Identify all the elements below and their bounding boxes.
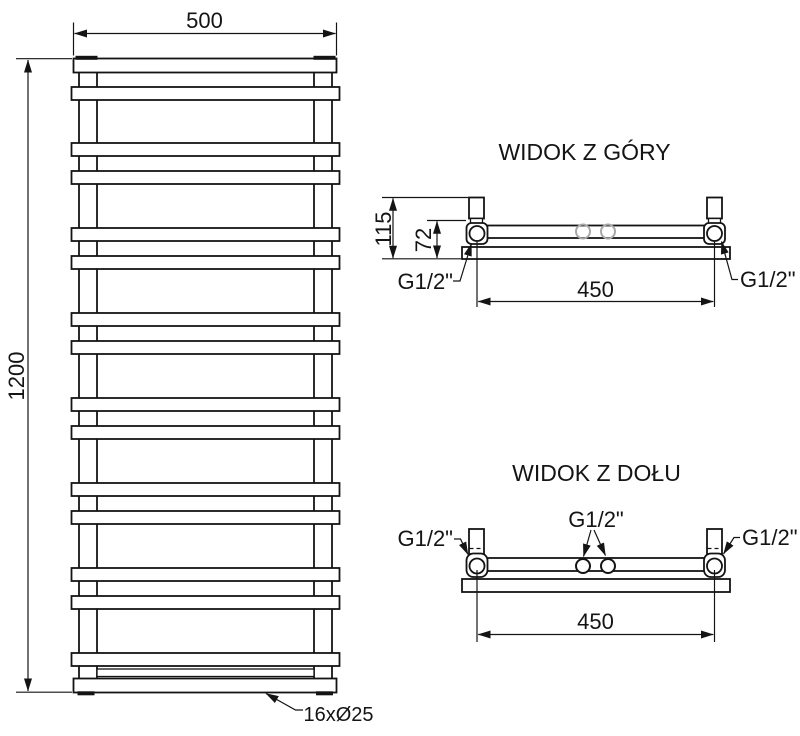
top-conn-left: G1/2": [397, 243, 473, 294]
top-hidden-port: [575, 223, 591, 240]
top-conn-right-label: G1/2": [740, 267, 796, 292]
top-back-plate: [461, 246, 731, 260]
front-top-cap: [313, 55, 336, 60]
top-conn-left-label: G1/2": [397, 269, 453, 294]
front-rung: [70, 595, 341, 610]
front-dim-height: 1200: [4, 58, 72, 693]
front-rung: [70, 482, 341, 497]
front-rung: [70, 340, 341, 355]
front-rung: [70, 142, 341, 157]
front-foot: [316, 691, 333, 696]
top-offset-label: 72: [411, 228, 436, 252]
top-right-bracket: [706, 196, 723, 220]
top-dim-depth: 115: [371, 196, 468, 260]
top-span-label: 450: [577, 277, 614, 302]
front-tube-note: 16xØ25: [265, 692, 374, 726]
bottom-conn-right-label: G1/2": [742, 525, 798, 550]
front-rung: [70, 312, 341, 327]
bottom-left-bracket: [468, 528, 485, 555]
front-top-plate: [72, 57, 338, 74]
front-top-cap: [75, 55, 98, 60]
top-right-valve-port: [706, 225, 723, 242]
front-rung: [70, 510, 341, 525]
bottom-conn-right: G1/2": [722, 525, 798, 555]
front-width-label: 500: [186, 8, 223, 33]
top-left-bracket: [468, 196, 485, 220]
top-panel: [484, 224, 708, 239]
top-dim-span: 450: [476, 241, 716, 307]
front-bottom-plate: [72, 677, 338, 694]
bottom-conn-left: G1/2": [397, 526, 469, 555]
bottom-back-plate: [461, 578, 731, 593]
bottom-conn-left-label: G1/2": [397, 526, 453, 551]
front-rung: [70, 425, 341, 440]
front-rung: [70, 567, 341, 582]
top-hidden-port: [600, 223, 616, 240]
bottom-view-title: WIDOK Z DOŁU: [512, 460, 681, 486]
bottom-right-bracket: [706, 528, 723, 555]
front-tube-note-label: 16xØ25: [304, 704, 374, 726]
top-depth-label: 115: [371, 211, 396, 246]
top-dim-offset: 72: [411, 219, 466, 259]
front-dim-width: 500: [72, 8, 338, 56]
top-conn-right: G1/2": [720, 241, 796, 292]
front-rung: [70, 170, 341, 185]
front-rung: [70, 255, 341, 270]
top-left-valve-port: [468, 225, 486, 242]
top-view-title: WIDOK Z GÓRY: [498, 139, 670, 165]
front-foot: [77, 691, 95, 696]
bottom-view: WIDOK Z DOŁU: [461, 460, 731, 593]
front-left-tube: [78, 72, 98, 679]
front-rung: [70, 86, 341, 101]
front-right-tube: [313, 72, 333, 679]
front-rung: [70, 397, 341, 412]
front-rung: [70, 227, 341, 242]
bottom-conn-center: G1/2": [568, 507, 624, 557]
bottom-panel: [484, 557, 708, 572]
front-view: [70, 55, 341, 696]
bottom-center-port: [600, 558, 616, 574]
front-rung: [70, 652, 341, 667]
front-height-label: 1200: [4, 352, 29, 401]
bottom-center-port: [575, 558, 591, 574]
top-view: WIDOK Z GÓRY: [461, 139, 731, 260]
front-lower-crossbar: [96, 668, 315, 678]
bottom-conn-center-label: G1/2": [568, 507, 624, 532]
bottom-span-label: 450: [577, 609, 614, 634]
bottom-dim-span: 450: [476, 570, 716, 642]
